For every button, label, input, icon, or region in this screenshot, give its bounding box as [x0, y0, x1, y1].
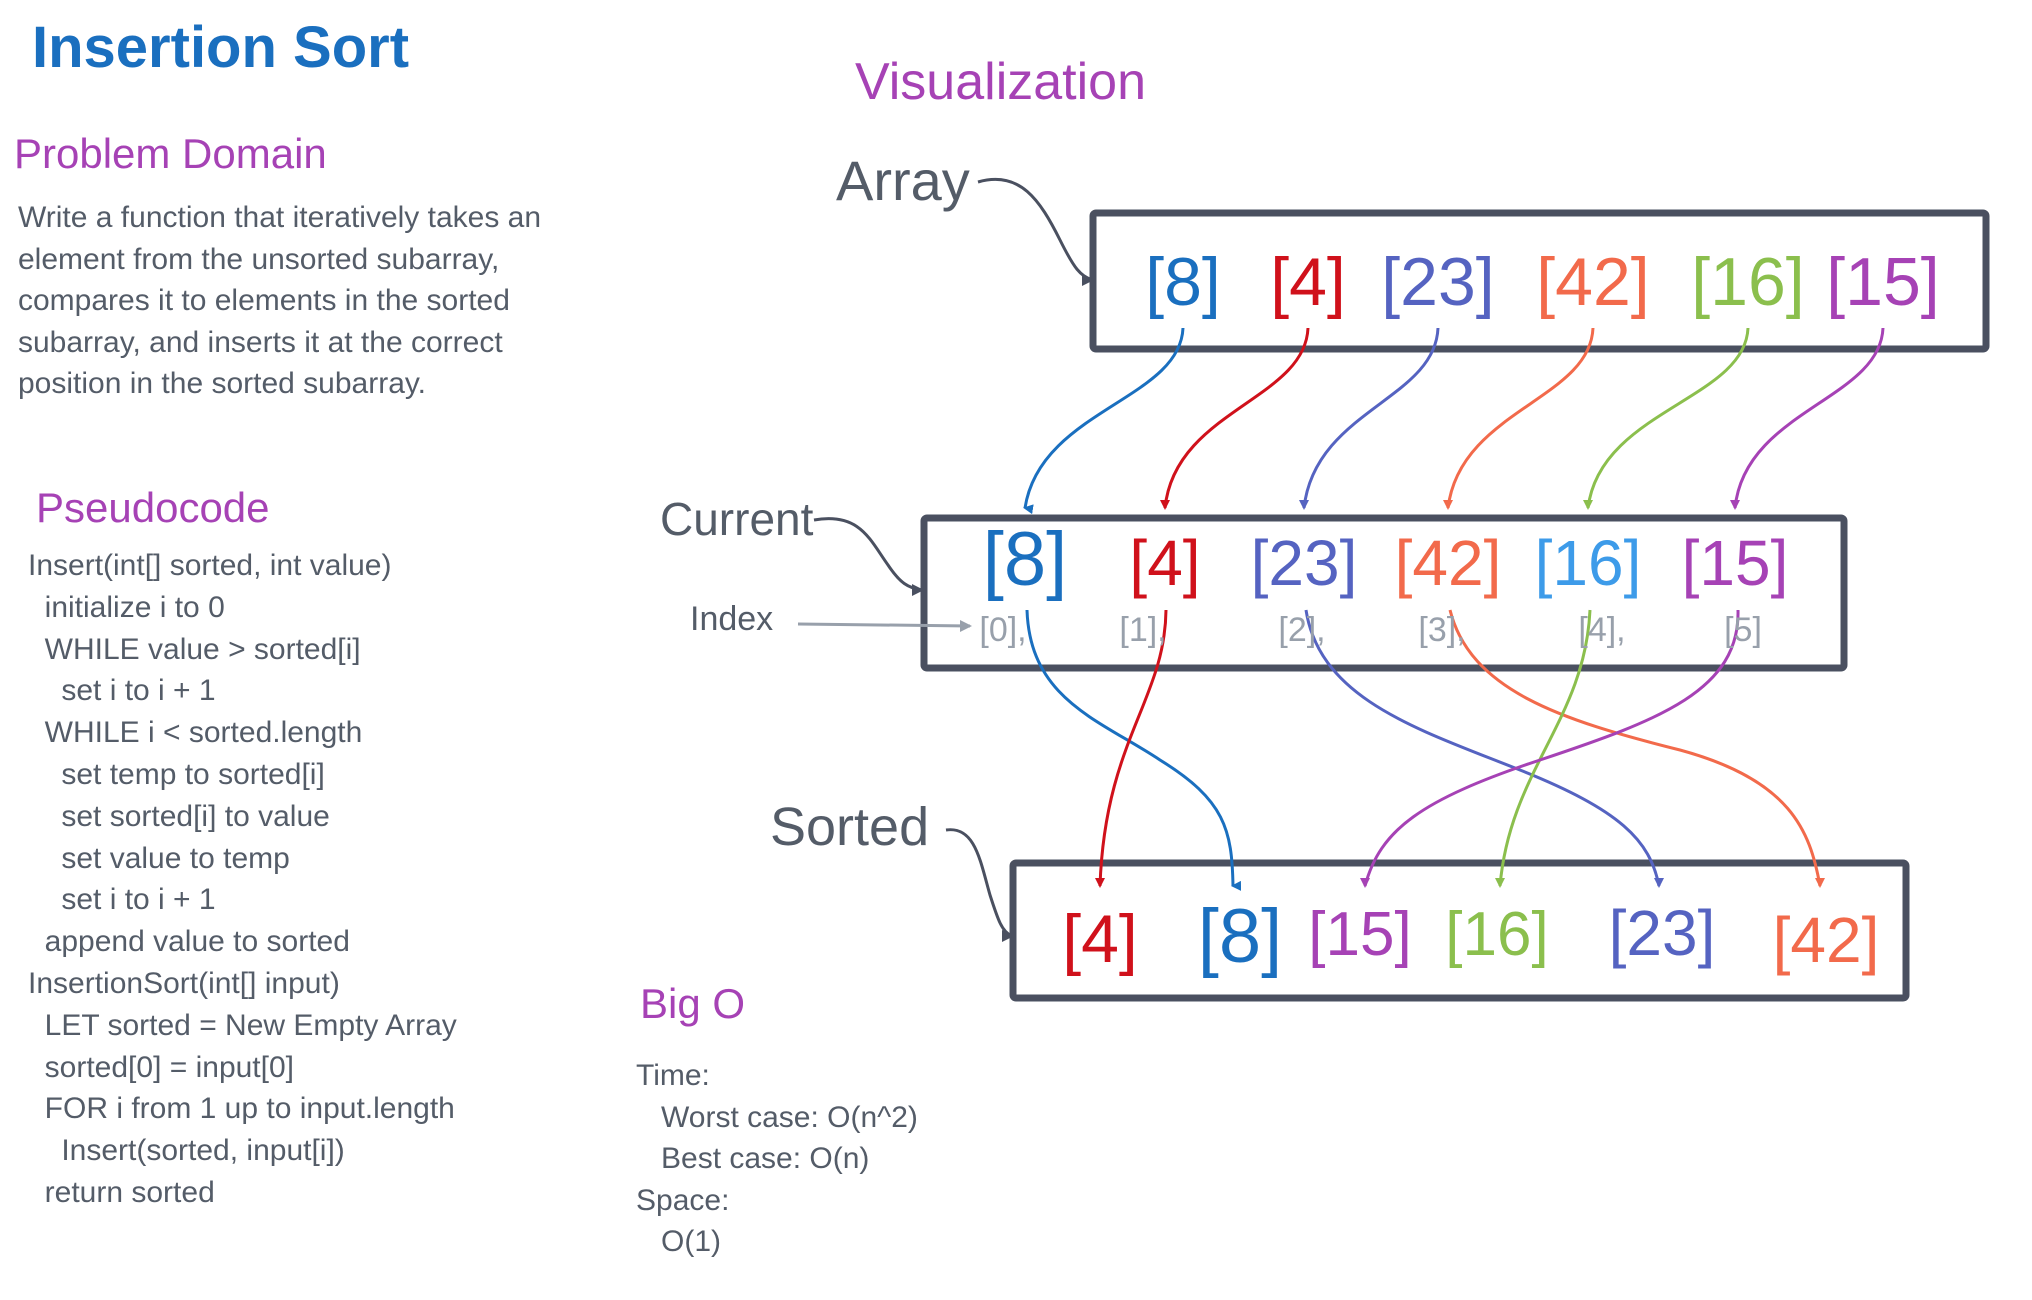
- array-value: [4]: [1270, 244, 1346, 320]
- index-pointer-arrow: [797, 620, 972, 632]
- current-label: Current: [660, 493, 814, 545]
- problem-domain-text: Write a function that iteratively takes …: [18, 201, 542, 400]
- current-pointer-arrow: [813, 517, 924, 596]
- arrow-15-to-current: [1730, 327, 1885, 510]
- pseudocode-line: FOR i from 1 up to input.length: [28, 1092, 455, 1126]
- array-pointer-arrow: [977, 177, 1094, 286]
- sorted-value: [8]: [1198, 894, 1283, 979]
- big-o-line: Worst case: O(n^2): [636, 1100, 918, 1134]
- sorted-value: [42]: [1773, 904, 1880, 976]
- pseudocode-line: set value to temp: [28, 841, 290, 875]
- pseudocode-line: Insert(sorted, input[i]): [28, 1134, 345, 1168]
- pseudocode-line: sorted[0] = input[0]: [28, 1050, 295, 1084]
- current-value: [15]: [1682, 527, 1789, 599]
- big-o-line: O(1): [636, 1225, 722, 1258]
- pseudocode-line: WHILE i < sorted.length: [28, 716, 363, 750]
- pseudocode-line: InsertionSort(int[] input): [28, 966, 340, 1000]
- visualization-heading: Visualization: [855, 53, 1147, 111]
- pseudocode-block: Insert(int[] sorted, int value) initiali…: [28, 545, 457, 1214]
- array-value: [16]: [1691, 244, 1804, 320]
- array-value: [23]: [1381, 244, 1494, 320]
- sorted-label: Sorted: [770, 797, 930, 857]
- current-value: [23]: [1251, 527, 1358, 599]
- big-o-block: Time: Worst case: O(n^2) Best case: O(n)…: [636, 1055, 918, 1263]
- arrow-42-to-current: [1443, 327, 1595, 510]
- sorted-value: [4]: [1062, 901, 1138, 977]
- index-value: [3],: [1418, 611, 1465, 649]
- big-o-line: Best case: O(n): [636, 1142, 870, 1175]
- pseudocode-line: set i to i + 1: [28, 883, 216, 917]
- pseudocode-heading: Pseudocode: [36, 484, 270, 531]
- array-label: Array: [836, 149, 970, 212]
- pseudocode-line: WHILE value > sorted[i]: [28, 632, 361, 666]
- big-o-line: Time:: [636, 1059, 710, 1092]
- sorted-value: [16]: [1445, 900, 1548, 969]
- arrow-8-to-sorted: [1025, 609, 1242, 891]
- index-value: [1],: [1119, 611, 1166, 649]
- arrow-4-to-current: [1160, 327, 1310, 510]
- current-box: [920, 514, 1848, 672]
- sorted-pointer-arrow: [945, 828, 1014, 942]
- current-value: [42]: [1395, 527, 1502, 599]
- current-value: [8]: [983, 517, 1068, 602]
- pseudocode-line: LET sorted = New Empty Array: [28, 1008, 457, 1042]
- index-value: [2],: [1278, 611, 1325, 649]
- sorted-value: [15]: [1308, 900, 1411, 969]
- index-value: [5]: [1724, 611, 1762, 649]
- arrow-16-to-sorted: [1495, 609, 1592, 888]
- current-value: [4]: [1129, 527, 1200, 599]
- arrow-4-to-sorted: [1095, 609, 1168, 888]
- arrow-42-to-sorted: [1448, 609, 1825, 888]
- arrow-8-to-current: [1023, 327, 1185, 515]
- array-value: [42]: [1536, 244, 1649, 320]
- array-value: [8]: [1145, 244, 1221, 320]
- page-title: Insertion Sort: [32, 15, 410, 80]
- arrow-23-to-sorted: [1304, 609, 1664, 888]
- big-o-line: Space:: [636, 1183, 730, 1217]
- array-value: [15]: [1826, 244, 1939, 320]
- index-label: Index: [690, 600, 774, 638]
- problem-domain-heading: Problem Domain: [14, 130, 327, 177]
- pseudocode-line: set sorted[i] to value: [28, 799, 330, 833]
- index-value: [0],: [979, 611, 1026, 649]
- pseudocode-line: set i to i + 1: [28, 674, 216, 708]
- index-value: [4],: [1578, 611, 1625, 649]
- arrow-16-to-current: [1583, 327, 1750, 510]
- pseudocode-line: set temp to sorted[i]: [28, 757, 325, 791]
- pseudocode-line: Insert(int[] sorted, int value): [28, 549, 392, 582]
- pseudocode-line: return sorted: [28, 1175, 215, 1209]
- current-value: [16]: [1535, 527, 1642, 599]
- sorted-value: [23]: [1609, 897, 1716, 969]
- big-o-heading: Big O: [640, 980, 746, 1027]
- pseudocode-line: initialize i to 0: [28, 590, 225, 624]
- arrow-23-to-current: [1299, 327, 1440, 510]
- pseudocode-line: append value to sorted: [28, 925, 350, 959]
- arrow-15-to-sorted: [1360, 609, 1740, 888]
